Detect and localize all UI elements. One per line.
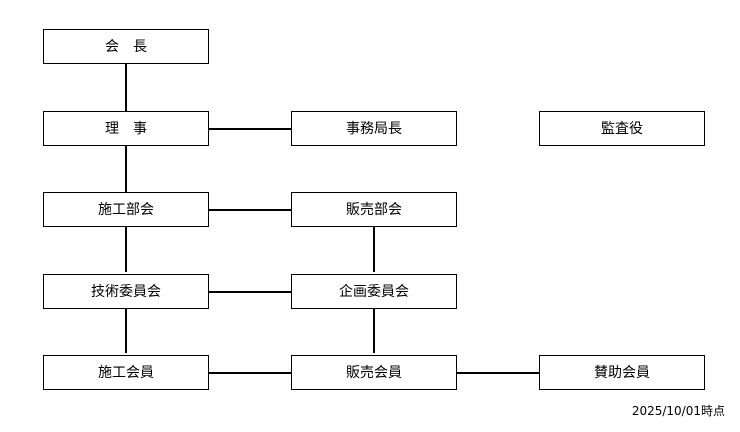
connector-technical-construction-members xyxy=(125,307,127,353)
connector-sales-division-planning xyxy=(373,226,375,272)
node-sales-division: 販売部会 xyxy=(291,192,457,227)
node-supporting-members: 賛助会員 xyxy=(539,355,705,390)
node-secretary-general: 事務局長 xyxy=(291,111,457,146)
connector-director-construction-division xyxy=(125,146,127,192)
connector-sales-supporting-members xyxy=(457,372,539,374)
connector-construction-sales-division xyxy=(209,209,291,211)
node-technical-committee: 技術委員会 xyxy=(43,274,209,309)
connector-technical-planning xyxy=(209,291,291,293)
connector-director-secretary xyxy=(209,128,291,130)
node-construction-members: 施工会員 xyxy=(43,355,209,390)
node-auditor: 監査役 xyxy=(539,111,705,146)
node-construction-division: 施工部会 xyxy=(43,192,209,227)
connector-planning-sales-members xyxy=(373,307,375,353)
node-president: 会 長 xyxy=(43,29,209,64)
node-sales-members: 販売会員 xyxy=(291,355,457,390)
node-director: 理 事 xyxy=(43,111,209,146)
as-of-date: 2025/10/01時点 xyxy=(631,404,725,418)
connector-construction-sales-members xyxy=(209,372,291,374)
connector-president-director xyxy=(125,64,127,112)
connector-construction-division-technical xyxy=(125,226,127,272)
node-planning-committee: 企画委員会 xyxy=(291,274,457,309)
